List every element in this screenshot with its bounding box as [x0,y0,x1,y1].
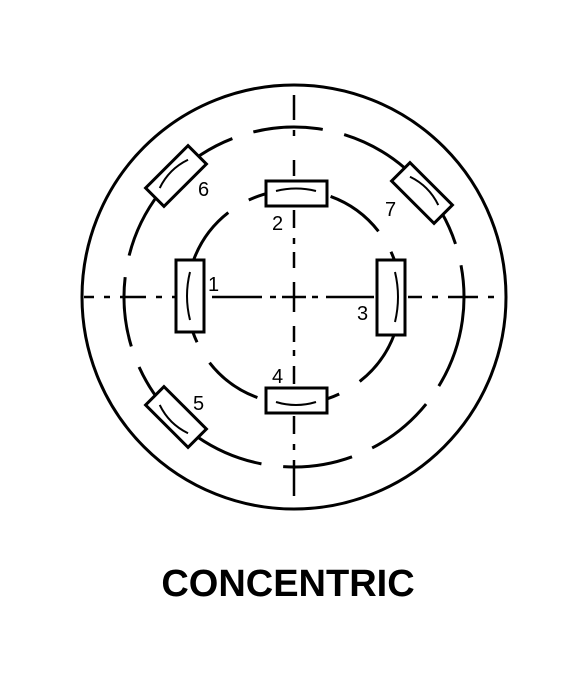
diagram-caption: CONCENTRIC [161,563,414,605]
pin-3-label: 3 [357,303,368,325]
pin-1-contact [174,258,206,334]
pin-3-contact [375,258,407,337]
pin-7-label: 7 [385,199,396,221]
pin-4-contact [264,386,329,415]
outer-pin-ring [122,125,466,469]
pin-2-label: 2 [272,213,283,235]
pin-6-contact [143,143,209,209]
outer-shell-circle [80,83,508,511]
pin-7-contact [389,160,455,226]
pin-5-contact [143,384,209,450]
pin-5-label: 5 [193,393,204,415]
pin-1-label: 1 [208,274,219,296]
pin-6-label: 6 [198,179,209,201]
pin-2-contact [264,179,329,208]
pin-4-label: 4 [272,366,283,388]
